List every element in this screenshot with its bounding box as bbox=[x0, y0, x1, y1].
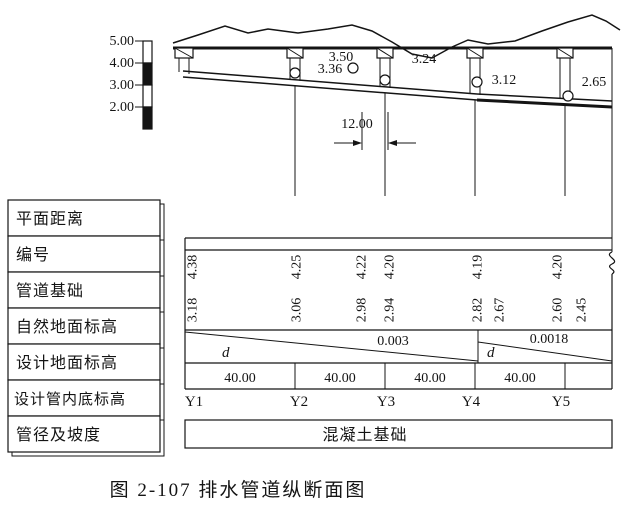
invert-elevation-value: 2.94 bbox=[383, 298, 398, 323]
row-label-number: 编号 bbox=[7, 235, 165, 277]
scale-segment bbox=[142, 106, 153, 130]
row-label-text: 自然地面标高 bbox=[16, 318, 118, 336]
survey-point-circle bbox=[347, 62, 359, 74]
scale-label: 2.00 bbox=[110, 100, 135, 115]
ground-elevation-value: 4.20 bbox=[383, 255, 398, 280]
scale-segment bbox=[142, 62, 153, 86]
row-label-text: 管径及坡度 bbox=[16, 426, 101, 444]
scale-label: 3.00 bbox=[110, 78, 135, 93]
row-label-text: 编号 bbox=[16, 246, 50, 264]
dimension-12: 12.00 bbox=[334, 112, 416, 150]
invert-elevation-value: 2.98 bbox=[355, 298, 370, 323]
invert-elevation-value: 2.60 bbox=[551, 298, 566, 323]
elevation-label: 3.24 bbox=[412, 52, 437, 67]
row-label-design-invert-elev: 设计管内底标高 bbox=[7, 379, 165, 421]
row-label-natural-ground-elev: 自然地面标高 bbox=[7, 307, 165, 349]
invert-elevation-value: 2.67 bbox=[493, 298, 508, 323]
invert-elevation-row: 3.18 3.06 2.98 2.94 2.82 2.67 2.60 2.45 bbox=[186, 298, 590, 323]
pipe-diameter-label: d bbox=[487, 345, 495, 361]
slope-band: d 0.003 d 0.0018 bbox=[184, 330, 613, 363]
ground-elevation-value: 4.20 bbox=[551, 255, 566, 280]
pipe-bottom-line bbox=[182, 76, 478, 101]
ground-elevation-value: 4.38 bbox=[186, 255, 201, 280]
row-label-plan-distance: 平面距离 bbox=[7, 199, 165, 241]
invert-elevation-value: 2.82 bbox=[471, 298, 486, 323]
manhole bbox=[376, 47, 394, 88]
row-label-text: 设计地面标高 bbox=[16, 354, 118, 372]
manhole-id: Y2 bbox=[290, 394, 308, 410]
break-symbol bbox=[608, 251, 616, 275]
manhole-id: Y4 bbox=[462, 394, 481, 410]
elevation-label: 3.36 bbox=[318, 62, 343, 77]
invert-elevation-value: 3.18 bbox=[186, 298, 201, 323]
arrowhead-icon bbox=[353, 140, 362, 146]
foundation-box bbox=[184, 419, 613, 449]
slope-line bbox=[477, 341, 613, 362]
elevation-label: 2.65 bbox=[582, 75, 607, 90]
manhole-id: Y3 bbox=[377, 394, 395, 410]
manhole bbox=[286, 47, 304, 81]
row-label-pipe-foundation: 管道基础 bbox=[7, 271, 165, 313]
ground-elevation-row: 4.38 4.25 4.22 4.20 4.19 4.20 bbox=[186, 255, 566, 280]
dimension-label: 12.00 bbox=[341, 117, 373, 132]
elevation-label: 3.12 bbox=[492, 73, 517, 88]
scale-label: 5.00 bbox=[110, 34, 135, 49]
arrowhead-icon bbox=[388, 140, 397, 146]
manhole-id-row: Y1 Y2 Y3 Y4 Y5 bbox=[185, 394, 570, 410]
foundation-band: 混凝土基础 bbox=[184, 419, 613, 449]
distance-value: 40.00 bbox=[414, 371, 446, 386]
profile-data-table: 4.38 4.25 4.22 4.20 4.19 4.20 3.18 3.06 … bbox=[184, 237, 613, 449]
ground-elevation-value: 4.22 bbox=[355, 255, 370, 280]
elevation-scale: 5.00 4.00 3.00 2.00 bbox=[110, 34, 153, 130]
ground-elevation-value: 4.25 bbox=[290, 255, 305, 280]
invert-elevation-value: 2.45 bbox=[575, 298, 590, 323]
manhole-id: Y1 bbox=[185, 394, 203, 410]
pipe-bottom-line bbox=[476, 98, 613, 109]
slope-value: 0.003 bbox=[377, 334, 409, 349]
row-label-column: 平面距离 编号 管道基础 自然地面标高 设计地面标高 设计管内底标高 bbox=[7, 199, 165, 457]
survey-point-circle bbox=[562, 90, 574, 102]
distance-value: 40.00 bbox=[504, 371, 536, 386]
ground-elevation-value: 4.19 bbox=[471, 255, 486, 280]
scale-label: 4.00 bbox=[110, 56, 135, 71]
distance-band: 40.00 40.00 40.00 40.00 bbox=[224, 363, 566, 389]
manhole-id: Y5 bbox=[552, 394, 570, 410]
figure-caption: 图 2-107 排水管道纵断面图 bbox=[110, 479, 367, 501]
foundation-label: 混凝土基础 bbox=[322, 426, 407, 444]
row-label-diameter-slope: 管径及坡度 bbox=[7, 415, 165, 457]
slope-value: 0.0018 bbox=[530, 332, 569, 347]
manhole bbox=[466, 47, 484, 95]
scale-segment bbox=[142, 40, 153, 64]
pipe-top-line bbox=[476, 93, 613, 102]
survey-point-circle bbox=[289, 67, 301, 79]
manhole bbox=[174, 47, 194, 74]
slope-line bbox=[184, 331, 479, 362]
invert-elevation-value: 3.06 bbox=[290, 298, 305, 323]
scale-segment bbox=[142, 84, 153, 108]
pipe-top-line bbox=[182, 70, 478, 95]
row-label-text: 设计管内底标高 bbox=[14, 391, 126, 408]
distance-value: 40.00 bbox=[224, 371, 256, 386]
elevation-label: 3.50 bbox=[329, 50, 354, 65]
longitudinal-profile: 3.50 3.36 3.24 3.12 2.65 12.00 bbox=[172, 14, 621, 275]
row-label-design-ground-elev: 设计地面标高 bbox=[7, 343, 165, 385]
survey-point-circle bbox=[471, 76, 483, 88]
natural-ground-line bbox=[172, 14, 621, 59]
pipe-diameter-label: d bbox=[222, 345, 230, 361]
survey-point-circle bbox=[379, 74, 391, 86]
distance-value: 40.00 bbox=[324, 371, 356, 386]
row-label-text: 平面距离 bbox=[16, 210, 84, 228]
row-label-text: 管道基础 bbox=[16, 282, 84, 300]
